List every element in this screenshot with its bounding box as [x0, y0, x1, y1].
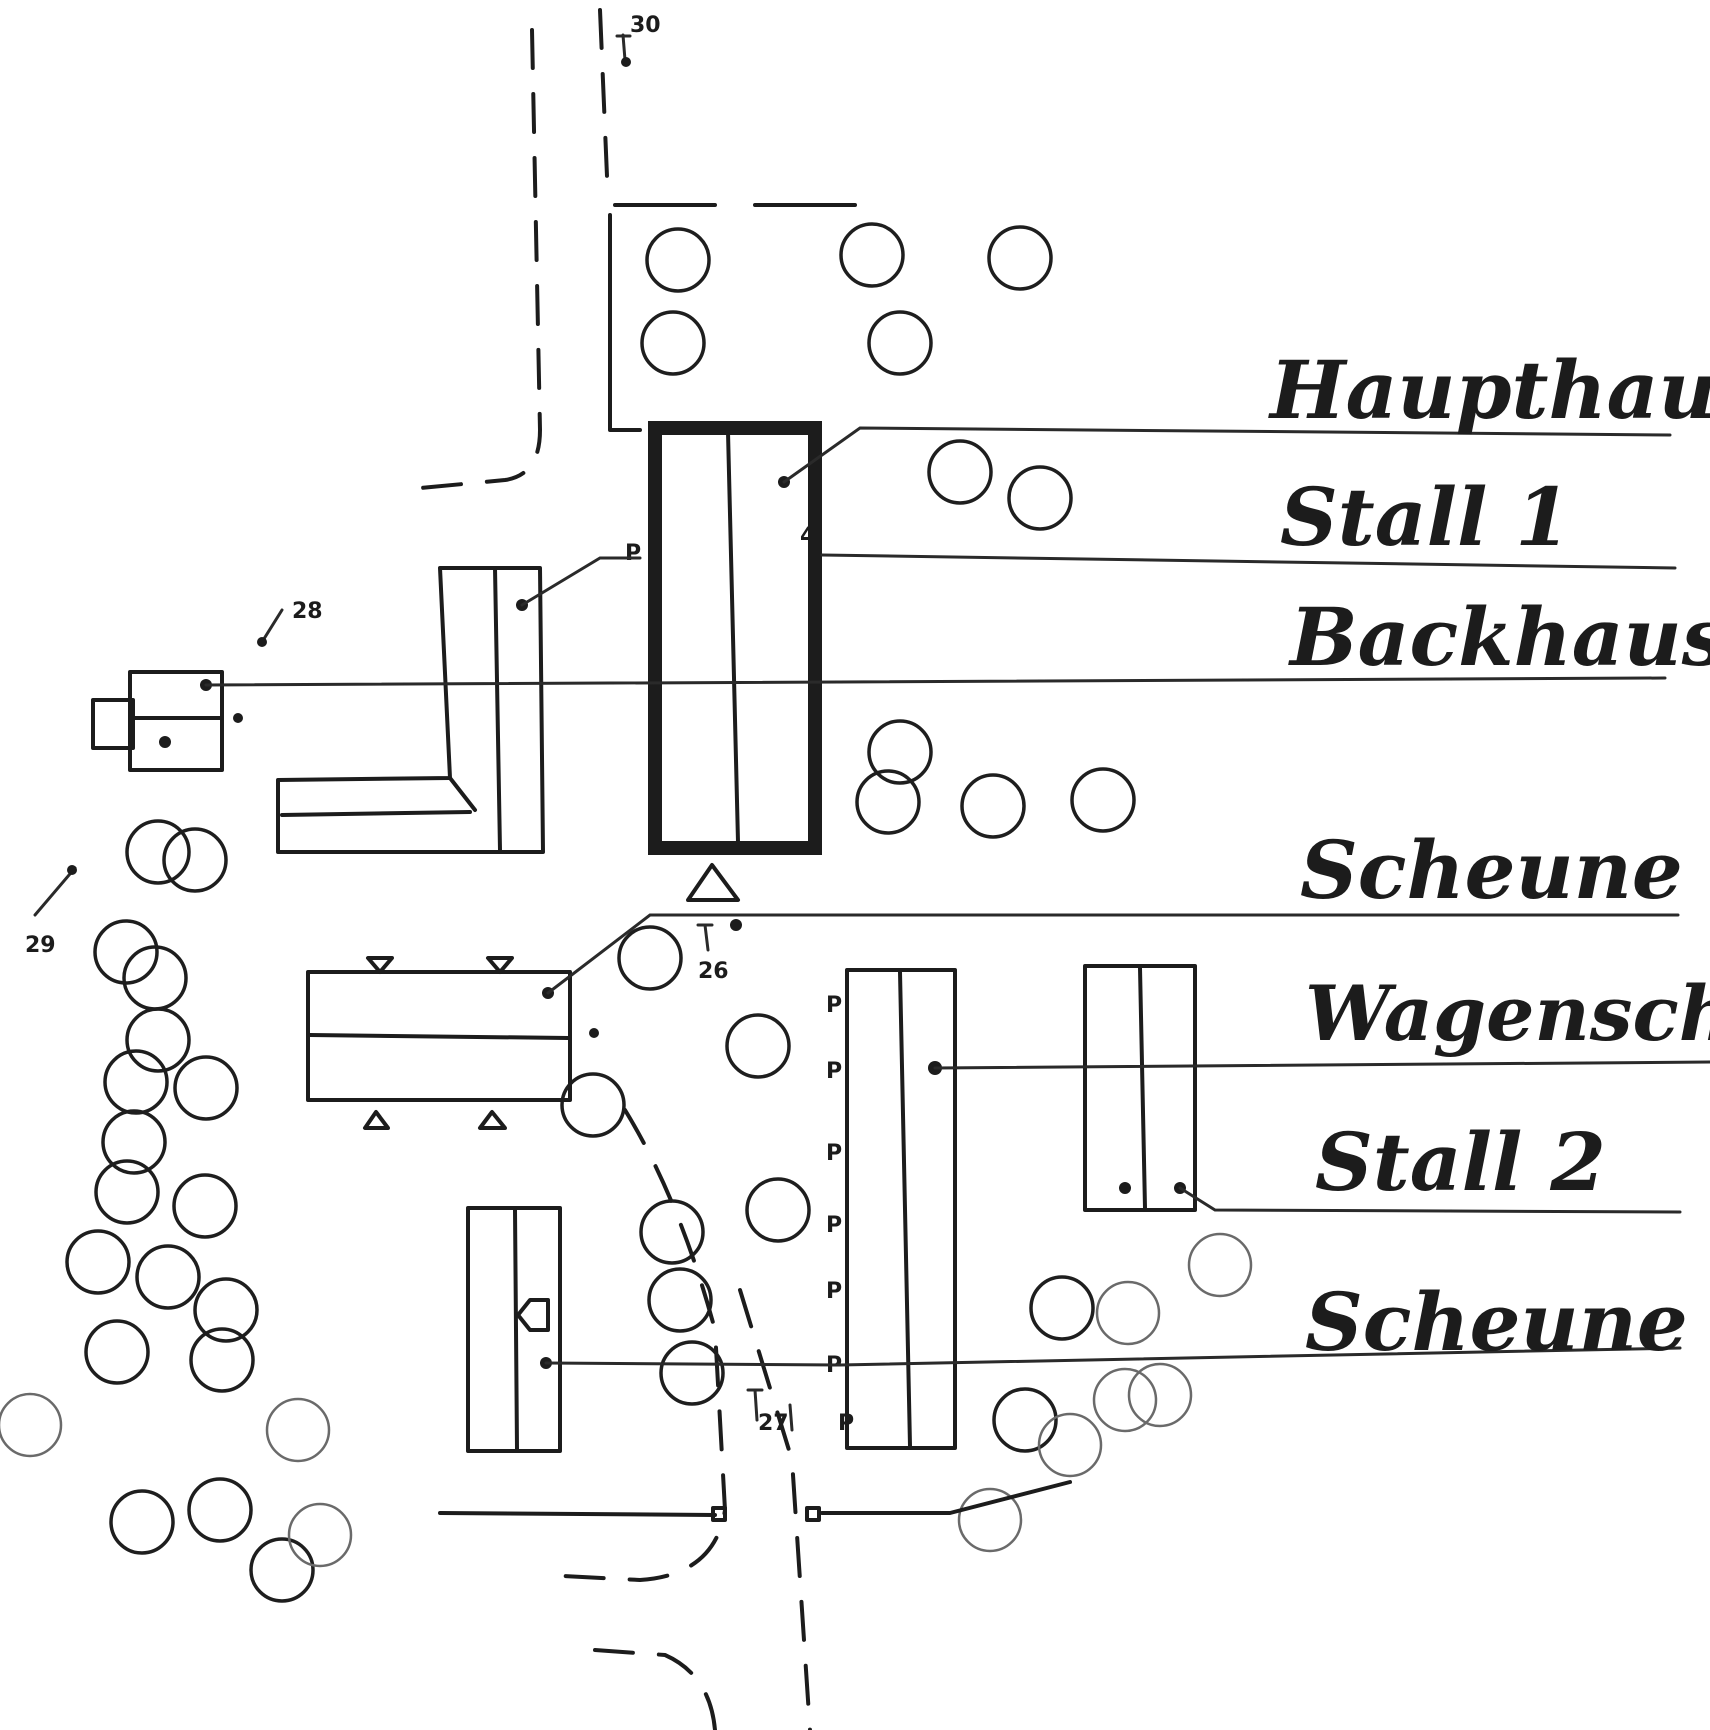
marker-28: 28 [257, 599, 323, 647]
garden-enclosure [608, 203, 872, 432]
leader-lines [204, 426, 1710, 1367]
label-scheune1: Scheune 1 [1300, 823, 1710, 917]
marker-26-label: 26 [698, 959, 729, 984]
building-wagenschau: P P P P P P P [826, 968, 957, 1450]
svg-text:P: P [838, 1411, 854, 1436]
marker-29: 29 [25, 865, 77, 958]
label-stall2: Stall 2 [1315, 1115, 1606, 1209]
marker-30: 30 [615, 13, 661, 67]
svg-text:P: P [826, 1059, 842, 1084]
svg-text:P: P [826, 1141, 842, 1166]
svg-text:4: 4 [800, 524, 815, 549]
svg-text:P: P [826, 1213, 842, 1238]
marker-30-label: 30 [630, 13, 661, 38]
building-stall2 [1083, 964, 1197, 1212]
marker-26: 26 [696, 919, 742, 984]
building-scheune1 [306, 956, 599, 1130]
marker-28-label: 28 [292, 599, 323, 624]
label-haupthaus: Haupthaus [1268, 343, 1710, 437]
svg-text:P: P [826, 1279, 842, 1304]
svg-text:P: P [826, 993, 842, 1018]
svg-text:P: P [625, 541, 641, 566]
label-scheune2: Scheune 2 [1305, 1275, 1710, 1369]
building-labels: Haupthaus Stall 1 Backhaus Scheune 1 Wag… [1268, 343, 1710, 1369]
building-scheune2 [466, 1206, 562, 1453]
marker-27: 27 [746, 1388, 794, 1436]
survey-markers: 30 28 29 26 27 [25, 13, 794, 1436]
building-backhaus [91, 670, 243, 772]
road-dashed-lines [398, 8, 812, 1730]
marker-29-label: 29 [25, 933, 56, 958]
label-backhaus: Backhaus [1288, 590, 1710, 684]
marker-27-label: 27 [758, 1411, 789, 1436]
trees [0, 222, 1253, 1603]
gate-fence [438, 1480, 1072, 1522]
label-wagenschau: Wagenschau [1305, 969, 1710, 1058]
label-stall1: Stall 1 [1280, 470, 1571, 564]
building-haupthaus: 4 P [625, 421, 822, 902]
